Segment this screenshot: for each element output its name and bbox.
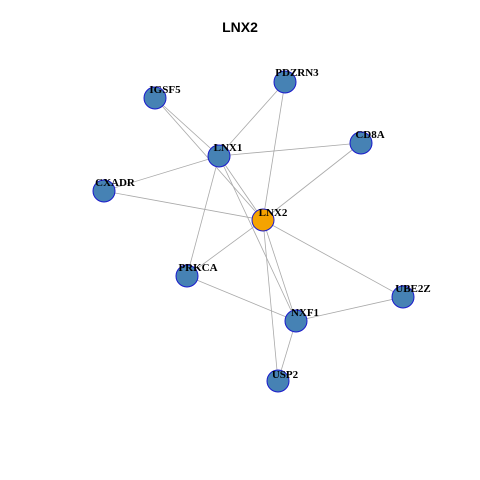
node-lnx2-label: LNX2 (259, 207, 288, 219)
diagram-title: LNX2 (222, 19, 258, 35)
edge-lnx2-usp2 (262, 219, 279, 382)
node-cxadr-label: CXADR (95, 177, 136, 189)
edge-igsf5-lnx1 (154, 97, 220, 157)
node-prkca[interactable]: PRKCA (175, 262, 218, 288)
edge-cd8a-lnx2 (262, 142, 362, 221)
node-ube2z-circle (391, 285, 415, 309)
edge-lnx2-prkca (186, 219, 264, 277)
node-nxf1-circle (284, 309, 308, 333)
node-pdzrn3-label: PDZRN3 (275, 67, 319, 79)
node-ube2z-label: UBE2Z (395, 283, 430, 295)
node-lnx2-circle (251, 208, 275, 232)
edge-lnx1-cd8a (218, 142, 362, 157)
edge-prkca-nxf1 (186, 275, 297, 322)
node-nxf1[interactable]: NXF1 (284, 307, 319, 333)
node-lnx1-label: LNX1 (214, 142, 243, 154)
edges (103, 81, 404, 382)
node-pdzrn3[interactable]: PDZRN3 (273, 67, 319, 94)
edge-cxadr-lnx2 (103, 190, 264, 221)
edge-pdzrn3-lnx1 (218, 81, 286, 157)
edge-lnx2-ube2z (262, 219, 404, 298)
edge-lnx1-cxadr (103, 155, 220, 192)
edge-nxf1-ube2z (295, 296, 404, 322)
node-usp2[interactable]: USP2 (266, 369, 299, 393)
node-igsf5[interactable]: IGSF5 (143, 84, 181, 110)
edge-lnx2-nxf1 (262, 219, 297, 322)
node-pdzrn3-circle (273, 70, 297, 94)
node-cd8a[interactable]: CD8A (349, 129, 385, 155)
node-igsf5-label: IGSF5 (149, 84, 181, 96)
node-lnx1-circle (207, 144, 231, 168)
edge-lnx1-prkca (186, 155, 220, 277)
node-nxf1-label: NXF1 (291, 307, 319, 319)
node-cd8a-label: CD8A (355, 129, 384, 141)
node-prkca-label: PRKCA (178, 262, 217, 274)
node-cd8a-circle (349, 131, 373, 155)
edge-lnx1-nxf1 (218, 155, 297, 322)
node-usp2-label: USP2 (272, 369, 299, 381)
node-usp2-circle (266, 369, 290, 393)
node-igsf5-circle (143, 86, 167, 110)
nodes: IGSF5 PDZRN3 LNX1 CD8A CXADR LNX2 PRKCA (92, 67, 431, 393)
node-prkca-circle (175, 264, 199, 288)
node-ube2z[interactable]: UBE2Z (391, 283, 431, 309)
node-lnx2[interactable]: LNX2 (251, 207, 288, 232)
node-cxadr-circle (92, 179, 116, 203)
node-cxadr[interactable]: CXADR (92, 177, 136, 203)
edge-lnx1-lnx2 (218, 155, 264, 221)
node-lnx1[interactable]: LNX1 (207, 142, 243, 168)
